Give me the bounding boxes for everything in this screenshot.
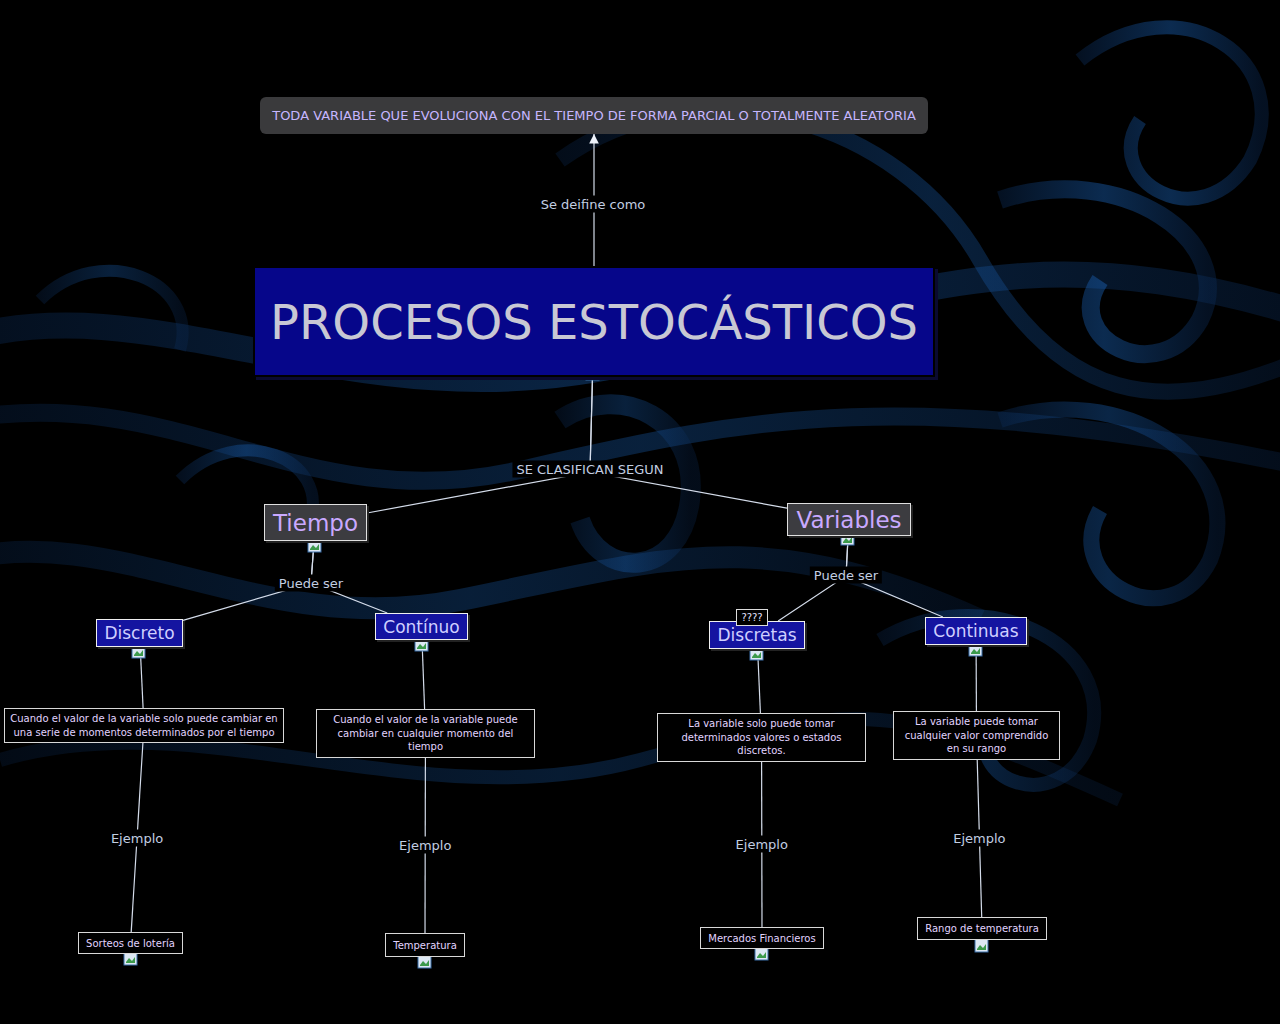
- title-box: PROCESOS ESTOCÁSTICOS: [253, 266, 935, 377]
- swirl-group: [0, 27, 1280, 800]
- category-box: Variables: [787, 503, 911, 536]
- type-box: Discretas????: [709, 621, 805, 649]
- edge-label: SE CLASIFICAN SEGUN: [512, 461, 667, 478]
- description-box: La variable solo puede tomar determinado…: [657, 713, 866, 762]
- node-text: Cuando el valor de la variable puede cam…: [322, 713, 529, 754]
- edge-label: Ejemplo: [395, 837, 455, 854]
- type-box: Continuas: [925, 617, 1027, 645]
- connector: [590, 377, 787, 508]
- node-text: Sorteos de lotería: [86, 938, 175, 949]
- note-tag: ????: [736, 609, 768, 626]
- node-text: Cuando el valor de la variable solo pued…: [10, 712, 278, 739]
- description-box: La variable puede tomar cualquier valor …: [893, 711, 1060, 760]
- node-text: Tiempo: [273, 510, 358, 536]
- category-box: Tiempo: [264, 504, 367, 541]
- node-text: Rango de temperatura: [925, 923, 1039, 934]
- type-box: Discreto: [96, 619, 183, 647]
- definition-box: TODA VARIABLE QUE EVOLUCIONA CON EL TIEM…: [260, 97, 928, 134]
- node-text: Temperatura: [393, 940, 457, 951]
- edge-label: Puede ser: [810, 567, 882, 584]
- node-text: Continuas: [933, 621, 1018, 641]
- edge-label: Puede ser: [275, 575, 347, 592]
- node-text: Discreto: [104, 623, 174, 643]
- node-text: La variable solo puede tomar determinado…: [663, 717, 860, 758]
- node-text: La variable puede tomar cualquier valor …: [899, 715, 1054, 756]
- type-box: Contínuo: [375, 613, 468, 640]
- edge-label: Se deifine como: [537, 196, 650, 213]
- edge-label: Ejemplo: [949, 830, 1009, 847]
- node-text: PROCESOS ESTOCÁSTICOS: [270, 294, 918, 350]
- node-text: Contínuo: [383, 617, 459, 637]
- description-box: Cuando el valor de la variable puede cam…: [316, 709, 535, 758]
- icon-group: [124, 367, 988, 968]
- example-box: Mercados Financieros: [700, 927, 824, 949]
- edge-label: Ejemplo: [732, 836, 792, 853]
- description-box: Cuando el valor de la variable solo pued…: [4, 708, 284, 743]
- node-text: Discretas: [717, 625, 796, 645]
- node-text: Variables: [796, 507, 901, 533]
- edge-label: Ejemplo: [107, 829, 167, 846]
- node-text: TODA VARIABLE QUE EVOLUCIONA CON EL TIEM…: [272, 108, 916, 123]
- connector: [367, 377, 593, 513]
- example-box: Sorteos de lotería: [78, 932, 183, 954]
- node-text: Mercados Financieros: [708, 933, 815, 944]
- node-text: ????: [741, 612, 762, 623]
- example-box: Rango de temperatura: [917, 917, 1047, 940]
- example-box: Temperatura: [385, 933, 465, 957]
